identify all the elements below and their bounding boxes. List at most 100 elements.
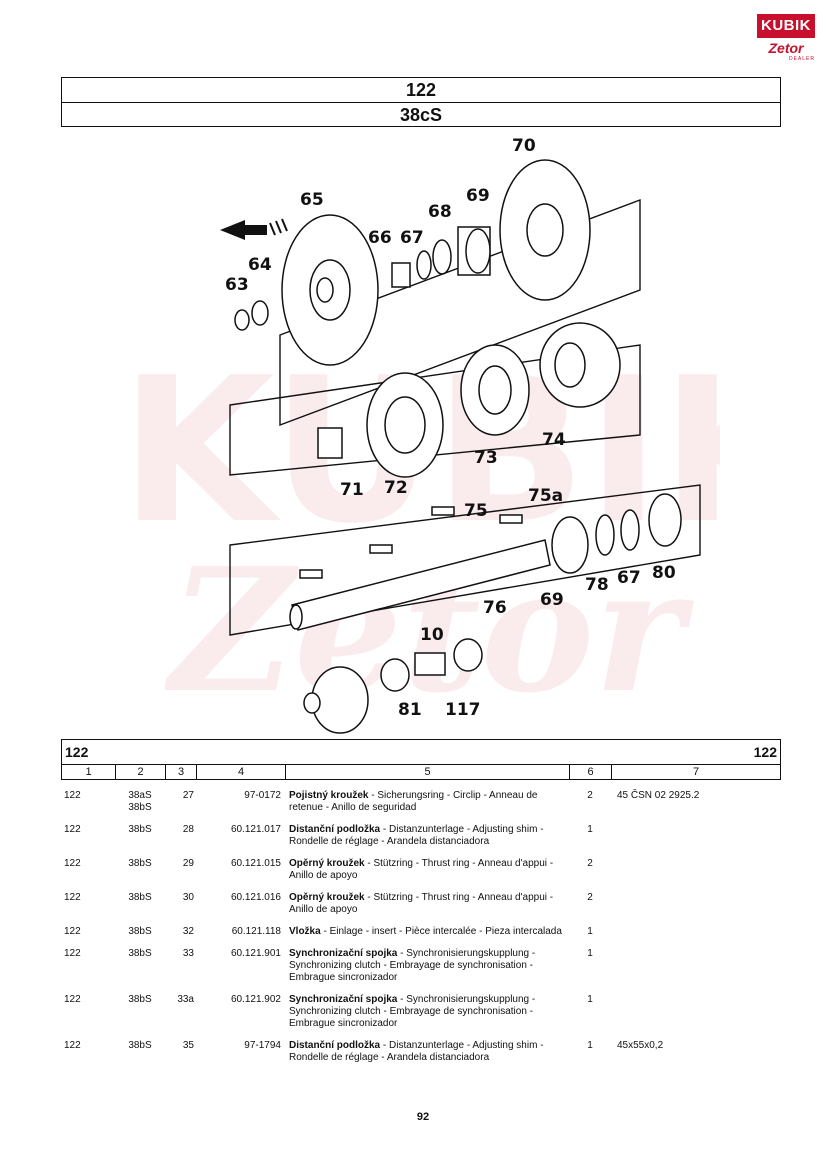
callout-72: 72: [384, 478, 408, 498]
callout-68: 68: [428, 202, 452, 222]
callout-117: 117: [445, 700, 481, 720]
callout-65: 65: [300, 190, 324, 210]
exploded-gear-diagram: 63 64 65 66 67 68 69 70 71 72 73 74 75 7…: [220, 136, 701, 734]
kubik-watermark: KUBIK Zetor: [120, 335, 720, 710]
col-header-3: 3: [166, 765, 197, 779]
table-row: 122 38bS 33 60.121.901 Synchronizační sp…: [61, 948, 781, 984]
part-translations: - Distanzunterlage - Adjusting shim - Ro…: [289, 824, 544, 847]
circlip-80: [648, 493, 682, 547]
callout-81: 81: [398, 700, 422, 720]
col-header-1: 1: [62, 765, 116, 779]
svg-text:Zetor: Zetor: [164, 531, 694, 710]
shaft-76: [291, 539, 551, 631]
cell-section: 38bS: [128, 824, 152, 835]
cell-qty: 1: [587, 1040, 593, 1051]
cell-part-number: 60.121.902: [230, 994, 281, 1005]
cell-note: [611, 948, 781, 984]
callout-69: 69: [466, 186, 490, 206]
cell-pos: 28: [182, 824, 194, 835]
ring-67: [416, 250, 432, 280]
circlip-63: [234, 309, 250, 331]
part-translations: - Synchronisierungskupplung - Synchroniz…: [289, 994, 536, 1029]
cell-pos: 29: [182, 858, 194, 869]
col-header-4: 4: [197, 765, 286, 779]
cell-group: 122: [64, 948, 81, 959]
part-name: Vložka: [289, 926, 321, 937]
part-translations: - Stützring - Thrust ring - Anneau d'app…: [289, 892, 554, 915]
needle-bearing-10: [380, 658, 410, 692]
cell-note: 45x55x0,2: [617, 1040, 664, 1051]
part-translations: - Stützring - Thrust ring - Anneau d'app…: [289, 858, 554, 881]
part-translations: - Synchronisierungskupplung - Synchroniz…: [289, 948, 536, 983]
cell-section: 38bS: [128, 926, 152, 937]
part-name: Opěrný kroužek: [289, 892, 365, 903]
bushing-71: [317, 427, 343, 459]
cell-group: 122: [64, 858, 81, 869]
ring-64: [251, 300, 269, 326]
cell-group: 122: [64, 926, 81, 937]
callout-10: 10: [420, 625, 444, 645]
cell-pos: 30: [182, 892, 194, 903]
cell-description: Opěrný kroužek - Stützring - Thrust ring…: [285, 858, 569, 882]
group-code: 38cS: [62, 102, 780, 127]
cell-section: 38bS: [128, 994, 152, 1005]
cell-description: Synchronizační spojka - Synchronisierung…: [285, 994, 569, 1030]
cell-group: 122: [64, 1040, 81, 1051]
callout-63: 63: [225, 275, 249, 295]
callout-70: 70: [512, 136, 536, 156]
key-75a: [431, 506, 455, 516]
cell-qty: 1: [587, 948, 593, 959]
parts-table-header: 122 122 1 2 3 4 5 6 7: [61, 739, 781, 780]
cell-section: 38aS 38bS: [128, 790, 152, 813]
cell-group: 122: [64, 994, 81, 1005]
group-header: 122 38cS: [61, 77, 781, 127]
table-group-right: 122: [753, 744, 777, 760]
callout-67: 67: [400, 228, 424, 248]
table-group-left: 122: [65, 744, 89, 760]
cell-part-number: 60.121.016: [230, 892, 281, 903]
col-header-7: 7: [692, 766, 700, 778]
cell-part-number: 60.121.901: [230, 948, 281, 959]
callout-78: 78: [585, 575, 609, 595]
group-number: 122: [405, 80, 437, 100]
part-name: Distanční podložka: [289, 1040, 381, 1051]
callout-75a: 75a: [528, 486, 563, 506]
cell-qty: 2: [587, 790, 593, 801]
cell-note: [611, 824, 781, 848]
cell-pos: 35: [182, 1040, 194, 1051]
callout-64: 64: [248, 255, 272, 275]
cell-part-number: 60.121.015: [230, 858, 281, 869]
part-translations: - Distanzunterlage - Adjusting shim - Ro…: [289, 1040, 544, 1063]
callout-73: 73: [474, 448, 498, 468]
cell-group: 122: [64, 824, 81, 835]
cell-group: 122: [64, 790, 81, 801]
cell-qty: 2: [587, 858, 593, 869]
ring-67b: [620, 509, 640, 551]
cell-section: 38bS: [128, 1040, 152, 1051]
cell-description: Opěrný kroužek - Stützring - Thrust ring…: [285, 892, 569, 916]
bushing-117: [414, 652, 446, 676]
shim-78: [595, 514, 615, 556]
parts-rows: 122 38aS 38bS 27 97-0172 Pojistný krouže…: [61, 790, 781, 1074]
cell-description: Distanční podložka - Distanzunterlage - …: [285, 1040, 569, 1064]
cell-description: Synchronizační spojka - Synchronisierung…: [285, 948, 569, 984]
bearing-69b: [551, 516, 589, 574]
callout-80: 80: [652, 563, 676, 583]
shaft-plane: [229, 484, 701, 636]
table-row: 122 38bS 30 60.121.016 Opěrný kroužek - …: [61, 892, 781, 916]
col-header-6: 6: [570, 765, 612, 779]
direction-arrow: [220, 218, 288, 240]
part-name: Opěrný kroužek: [289, 858, 365, 869]
cell-note: [611, 994, 781, 1030]
shim-66: [391, 262, 411, 288]
cell-part-number: 60.121.017: [230, 824, 281, 835]
cell-note: [611, 858, 781, 882]
part-translations: - Sicherungsring - Circlip - Anneau de r…: [289, 790, 538, 813]
cell-pos: 32: [182, 926, 194, 937]
part-name: Pojistný kroužek: [289, 790, 369, 801]
cell-part-number: 97-0172: [244, 790, 281, 801]
part-name: Synchronizační spojka: [289, 994, 398, 1005]
callout-75: 75: [464, 501, 488, 521]
callout-74: 74: [542, 430, 566, 450]
table-row: 122 38bS 28 60.121.017 Distanční podložk…: [61, 824, 781, 848]
